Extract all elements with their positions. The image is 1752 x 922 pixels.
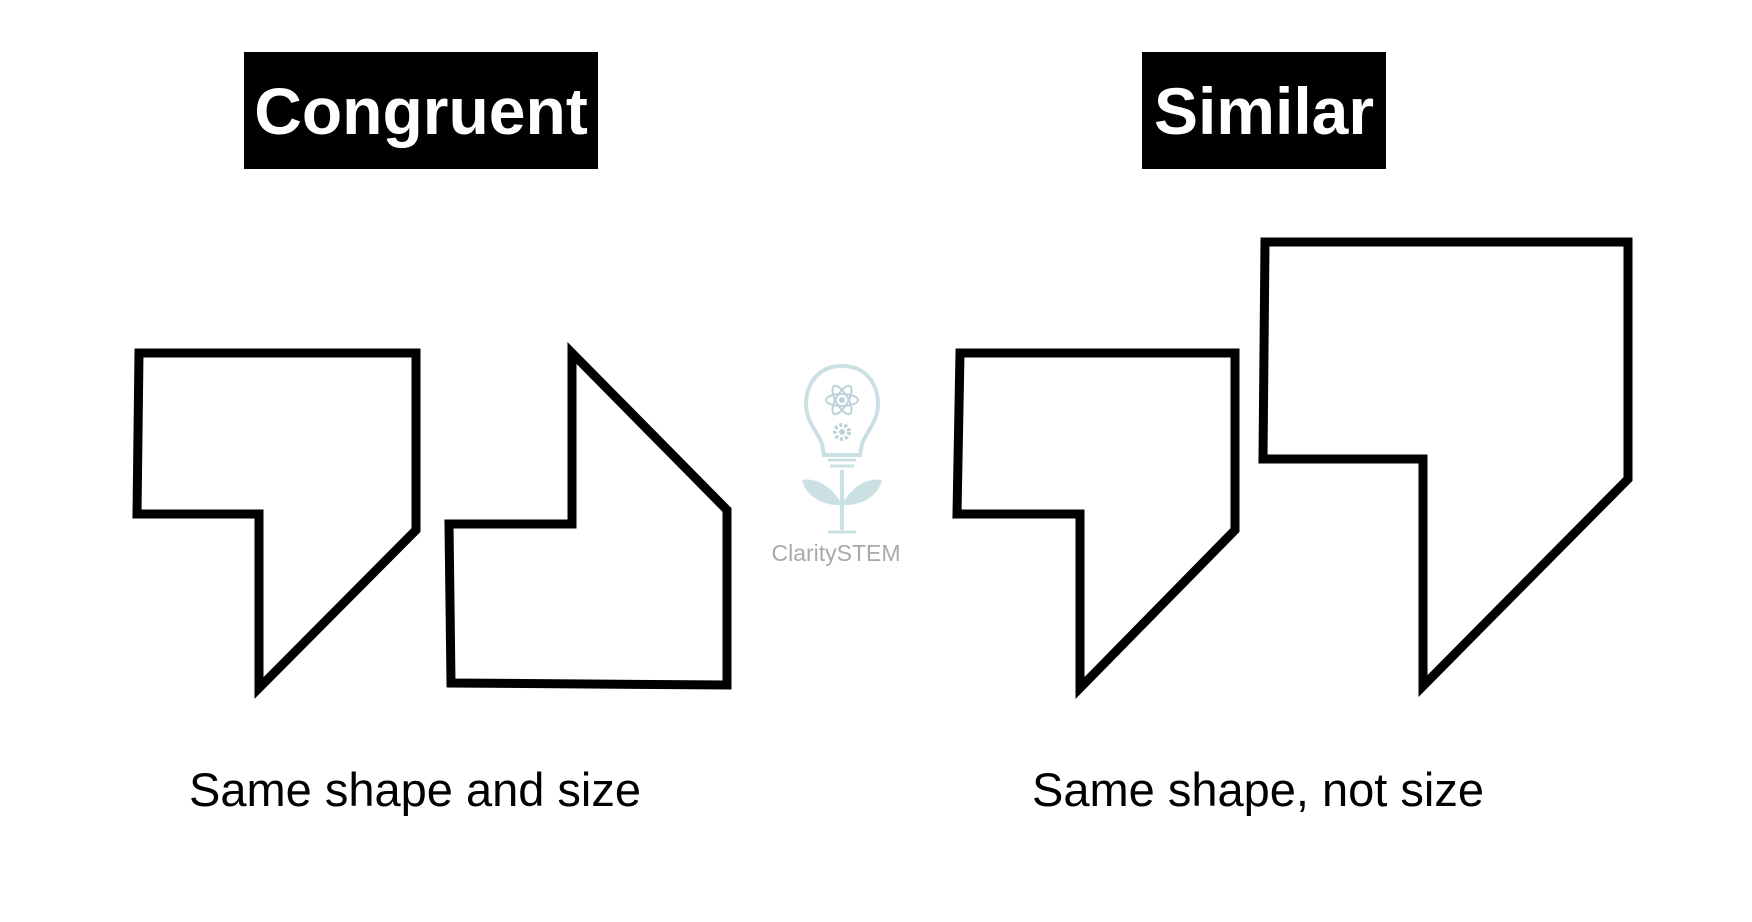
lightbulb-plant-icon: [802, 363, 882, 534]
similar-shape-large: [1258, 237, 1633, 697]
congruent-heading: Congruent: [244, 52, 598, 169]
similar-caption: Same shape, not size: [1032, 763, 1484, 816]
congruent-shape-rotated: [444, 342, 732, 690]
congruent-shape-original: [132, 348, 421, 699]
similar-shape-small: [952, 348, 1240, 700]
claritystem-logo: ClaritySTEM: [771, 363, 901, 566]
logo-text: ClaritySTEM: [771, 540, 900, 566]
similar-heading: Similar: [1142, 52, 1386, 169]
congruent-caption: Same shape and size: [189, 763, 642, 816]
